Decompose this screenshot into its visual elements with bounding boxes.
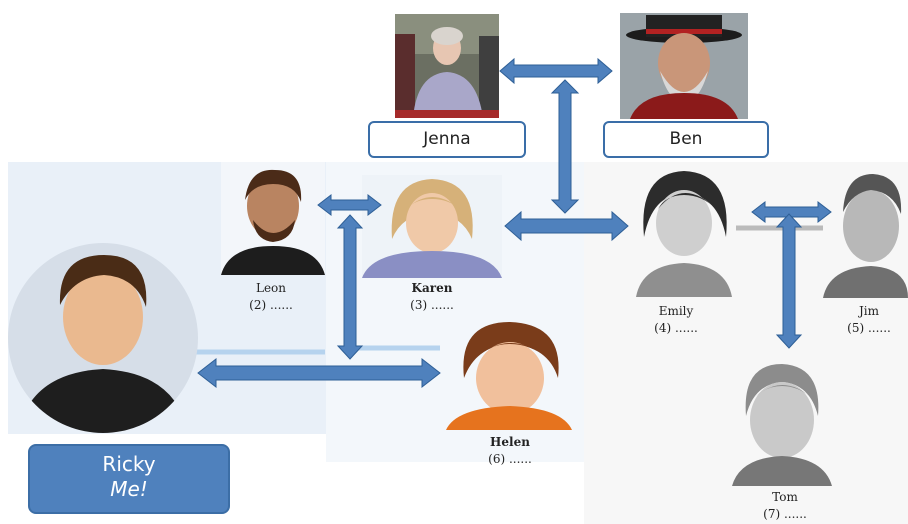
karen-photo (362, 175, 502, 278)
jim-caption: Jim (5) ...... (830, 303, 908, 337)
helen-number: (6) ...... (488, 452, 532, 466)
leon-caption: Leon (2) ...... (226, 280, 316, 314)
emily-caption: Emily (4) ...... (636, 303, 716, 337)
ricky-note: Me! (110, 477, 148, 501)
karen-caption: Karen (3) ...... (382, 280, 482, 314)
tom-name: Tom (772, 490, 798, 504)
helen-caption: Helen (6) ...... (460, 434, 560, 468)
karen-number: (3) ...... (410, 298, 454, 312)
tom-number: (7) ...... (763, 507, 807, 521)
ben-photo (620, 13, 748, 119)
emily-name: Emily (658, 304, 694, 318)
emily-number: (4) ...... (654, 321, 698, 335)
ben-name-box: Ben (603, 121, 769, 158)
leon-number: (2) ...... (249, 298, 293, 312)
jenna-photo (395, 14, 499, 118)
emily-photo (632, 167, 736, 297)
jenna-name-box: Jenna (368, 121, 526, 158)
arrow-jenna-ben (499, 57, 613, 85)
leon-photo (221, 162, 325, 275)
jim-photo (823, 170, 908, 298)
tom-caption: Tom (7) ...... (745, 489, 825, 523)
ricky-name-box: Ricky Me! (28, 444, 230, 514)
karen-name: Karen (411, 281, 453, 295)
ricky-name: Ricky (102, 452, 156, 476)
ricky-photo (8, 243, 198, 433)
jim-number: (5) ...... (847, 321, 891, 335)
tom-photo (726, 358, 836, 486)
jenna-name: Jenna (423, 129, 471, 149)
leon-name: Leon (255, 281, 287, 295)
helen-name: Helen (490, 435, 530, 449)
helen-photo (440, 318, 578, 430)
ben-name: Ben (669, 129, 703, 149)
jim-name: Jim (858, 304, 880, 318)
